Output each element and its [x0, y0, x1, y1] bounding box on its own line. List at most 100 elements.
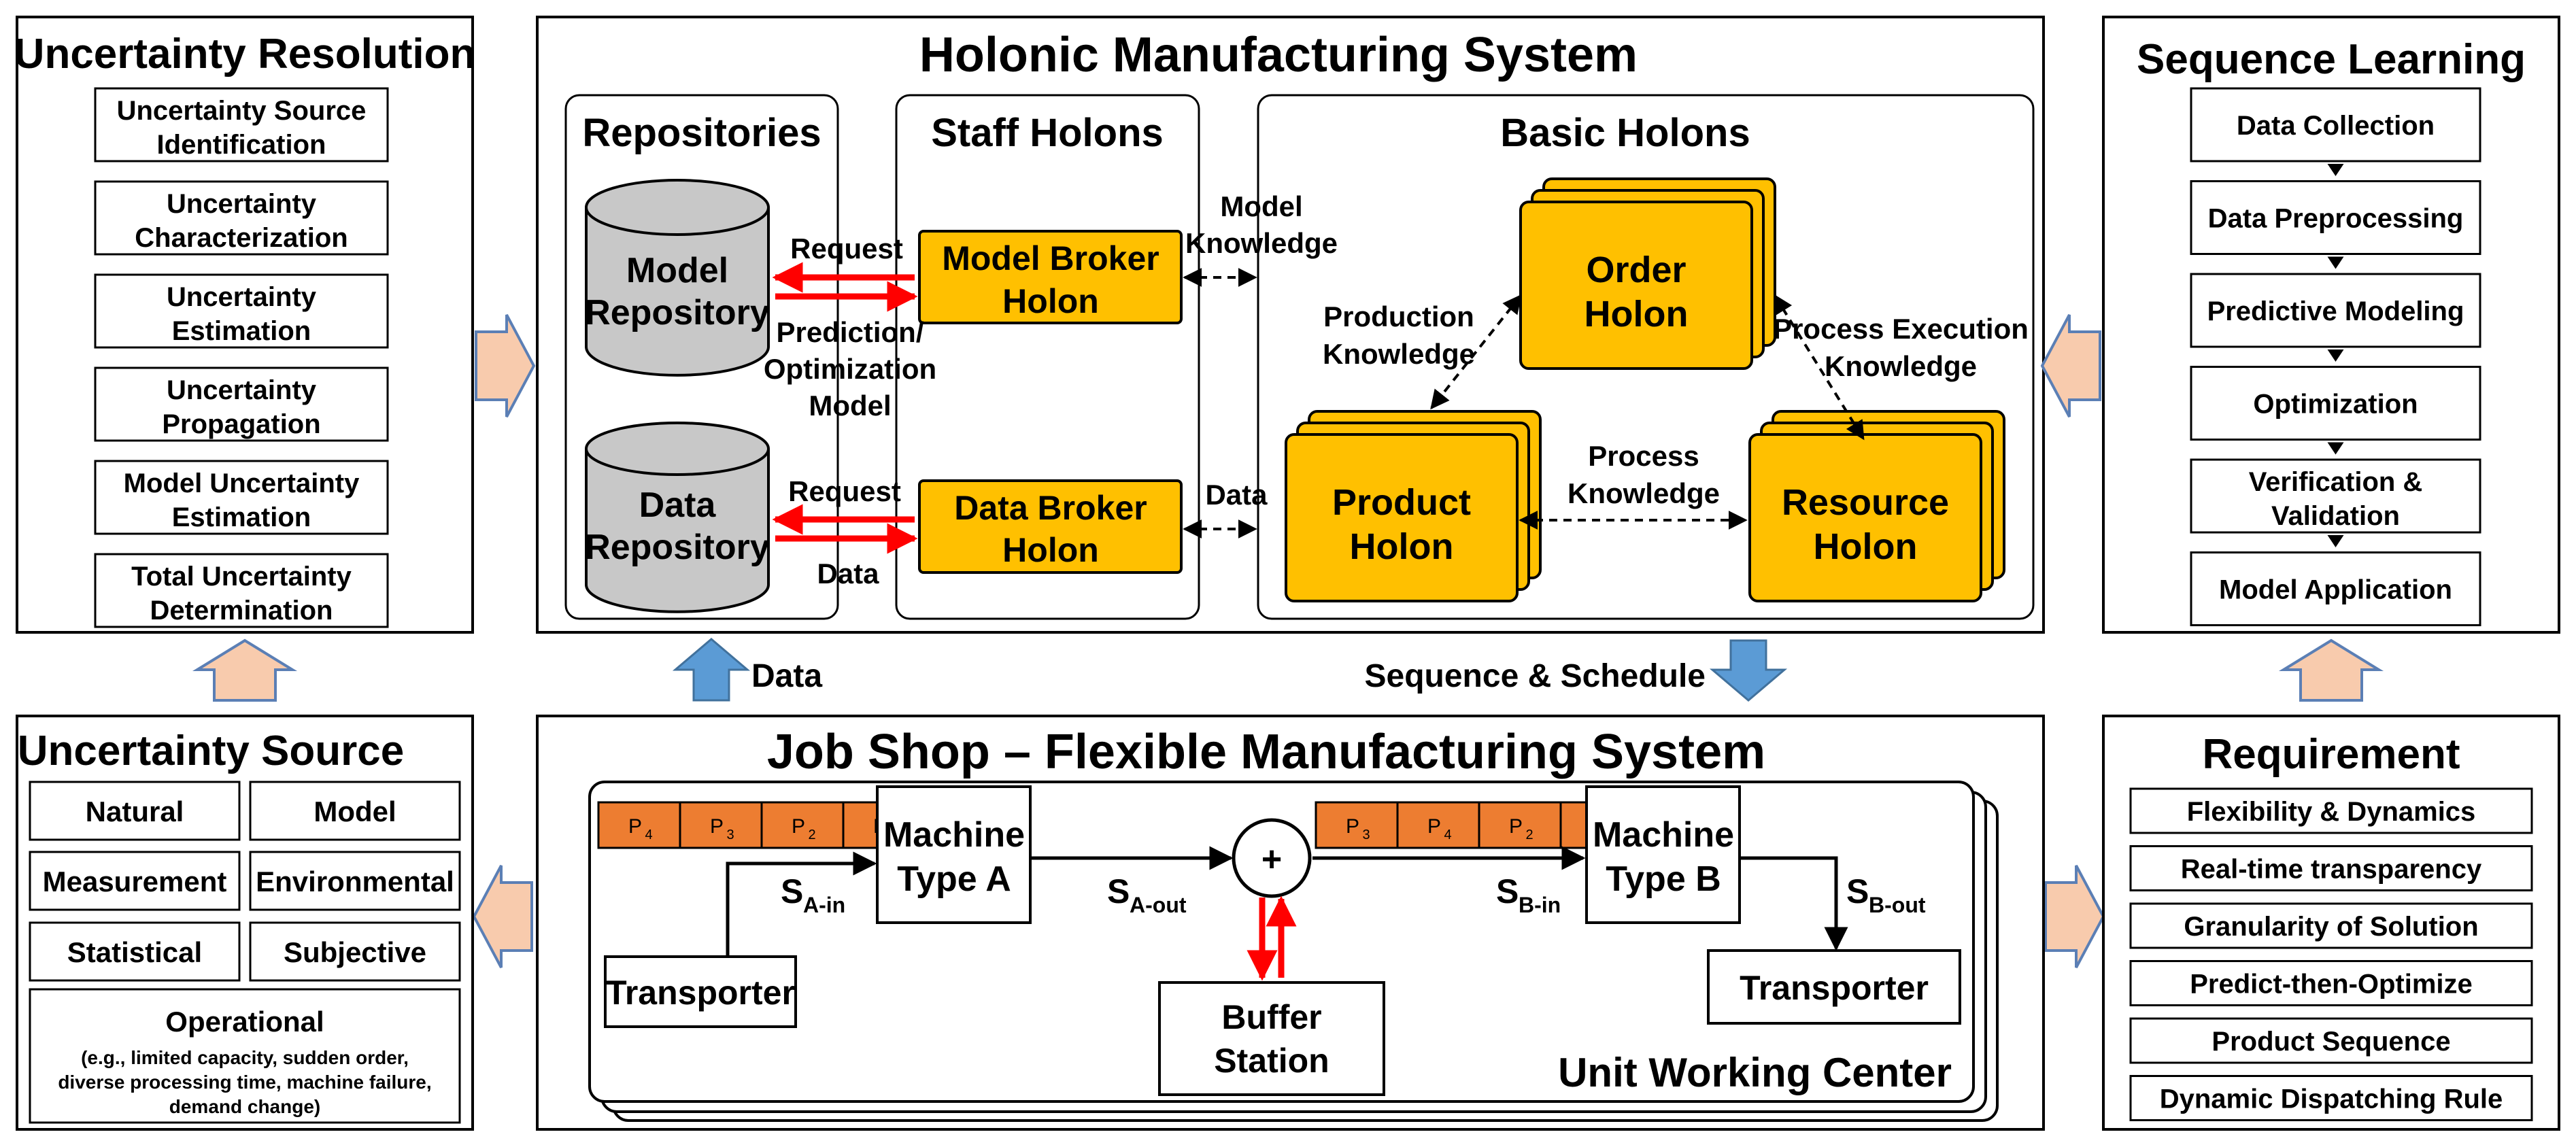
product-holon: Product Holon — [1285, 410, 1542, 602]
sl-step-label: Verification & — [2249, 467, 2423, 497]
model-repository-label-1: Model — [626, 251, 728, 290]
request-data-label: Request — [788, 475, 901, 507]
requirement-label: Product Sequence — [2211, 1027, 2450, 1057]
s-b-in-label-sub: B-in — [1519, 893, 1561, 917]
queue-part-letter: P — [1427, 815, 1441, 838]
machine-b-label-1: Machine — [1593, 815, 1734, 855]
requirement-label: Flexibility & Dynamics — [2187, 797, 2476, 827]
ur-step-label: Estimation — [172, 502, 311, 532]
merge-circle-icon: + — [1232, 818, 1312, 898]
sl-step-box — [2190, 458, 2481, 534]
queue-part-index: 4 — [645, 827, 652, 842]
queue-part-letter: P — [1509, 815, 1523, 838]
model-broker-label-2: Holon — [1002, 282, 1099, 320]
request-model-label: Request — [790, 233, 903, 264]
ur-step-label: Uncertainty — [167, 282, 317, 312]
buffer-label-1: Buffer — [1221, 998, 1321, 1036]
queue-part-index: 2 — [808, 827, 815, 842]
peach-arrow-icon — [472, 865, 533, 968]
prediction-label-3: Model — [809, 390, 891, 422]
data-repository-label-1: Data — [639, 485, 717, 525]
product-holon-label-2: Holon — [1350, 526, 1454, 567]
buffer-station: Buffer Station — [1158, 981, 1385, 1096]
sl-step-box — [2190, 273, 2481, 348]
s-a-out-label-sub: A-out — [1130, 893, 1187, 917]
prediction-label-1: Prediction/ — [776, 316, 923, 348]
uncertainty-source-item — [29, 781, 241, 841]
queue-part — [679, 801, 763, 849]
queue-part — [597, 801, 681, 849]
ur-step-label: Characterization — [135, 223, 348, 253]
requirement-item — [2129, 787, 2533, 834]
transporter-left: Transporter — [604, 955, 797, 1028]
ur-step-box — [94, 273, 389, 349]
peach-arrow-icon — [2044, 865, 2105, 968]
ur-step-label: Model Uncertainty — [124, 468, 360, 498]
dashed-connectors — [1183, 268, 1865, 539]
model-broker-holon: Model Broker Holon — [918, 230, 1183, 324]
uncertainty-resolution-title: Uncertainty Resolution — [14, 31, 476, 78]
ur-step-box — [94, 180, 389, 256]
ur-step-box — [94, 87, 389, 163]
step-arrow-icon — [2327, 535, 2344, 547]
s-a-out-label-s: S — [1107, 872, 1130, 910]
resource-holon-label-2: Holon — [1814, 526, 1918, 567]
uncertainty-resolution-panel: Uncertainty Resolution Uncertainty Sourc… — [14, 16, 476, 634]
uncertainty-source-item — [249, 851, 461, 911]
double-red-arrow-icon — [1247, 895, 1297, 981]
repositories-title: Repositories — [582, 111, 821, 155]
machine-a-label-1: Machine — [883, 815, 1025, 855]
s-b-out-label-s: S — [1846, 872, 1869, 910]
process-execution-label-1: Process Execution — [1773, 313, 2029, 345]
basic-holons-title: Basic Holons — [1500, 111, 1750, 155]
operational-box — [29, 988, 461, 1124]
sl-step-box — [2190, 180, 2481, 255]
ur-step-label: Total Uncertainty — [131, 562, 352, 592]
sequence-learning-title: Sequence Learning — [2137, 36, 2526, 83]
operational-detail-1: (e.g., limited capacity, sudden order, — [81, 1047, 409, 1068]
step-arrow-icon — [2327, 256, 2344, 269]
double-red-arrow-icon — [772, 504, 918, 554]
sl-step-label: Data Collection — [2237, 111, 2435, 141]
requirement-item — [2129, 1017, 2533, 1064]
sl-step-label: Optimization — [2253, 390, 2418, 420]
job-shop-panel: Job Shop – Flexible Manufacturing System… — [536, 715, 2045, 1131]
uncertainty-source-item — [29, 921, 241, 982]
machine-a-label-2: Type A — [897, 859, 1011, 899]
prediction-label-2: Optimization — [764, 353, 936, 385]
model-knowledge-label-1: Model — [1220, 190, 1302, 222]
sequence-schedule-label: Sequence & Schedule — [1365, 658, 1706, 694]
queue-part-index: 3 — [1362, 827, 1370, 842]
ur-step-label: Determination — [150, 596, 333, 626]
ur-step-box — [94, 553, 389, 628]
hms-panel: Holonic Manufacturing System Repositorie… — [536, 16, 2045, 634]
data-return-label: Data — [817, 558, 879, 589]
model-repository-cylinder: Model Repository — [585, 179, 770, 377]
ur-step-label: Uncertainty — [167, 375, 317, 405]
data-broker-label-1: Data Broker — [954, 489, 1147, 527]
s-a-in-label-s: S — [781, 872, 803, 910]
queue-part-letter: P — [628, 815, 642, 838]
production-knowledge-label-2: Knowledge — [1323, 338, 1475, 370]
requirement-item — [2129, 902, 2533, 949]
requirement-label: Predict-then-Optimize — [2190, 970, 2473, 999]
uncertainty-source-label: Subjective — [284, 936, 426, 968]
queue-part-index: 3 — [726, 827, 734, 842]
queue-part — [760, 801, 845, 849]
data-flow-label: Data — [751, 658, 822, 694]
staff-holons-title: Staff Holons — [931, 111, 1164, 155]
model-broker-label-1: Model Broker — [942, 239, 1159, 277]
job-shop-title: Job Shop – Flexible Manufacturing System — [767, 725, 1765, 779]
queue-part — [1396, 801, 1480, 849]
ur-step-label: Propagation — [162, 409, 320, 439]
ur-step-label: Uncertainty Source — [117, 96, 367, 126]
requirement-item — [2129, 1075, 2533, 1121]
transporter-left-label: Transporter — [606, 974, 795, 1012]
data-broker-holon: Data Broker Holon — [918, 479, 1183, 574]
ur-step-label: Estimation — [172, 316, 311, 346]
peach-arrow-icon — [2278, 638, 2384, 702]
transporter-right: Transporter — [1707, 949, 1961, 1025]
machine-b-label-2: Type B — [1606, 859, 1721, 899]
